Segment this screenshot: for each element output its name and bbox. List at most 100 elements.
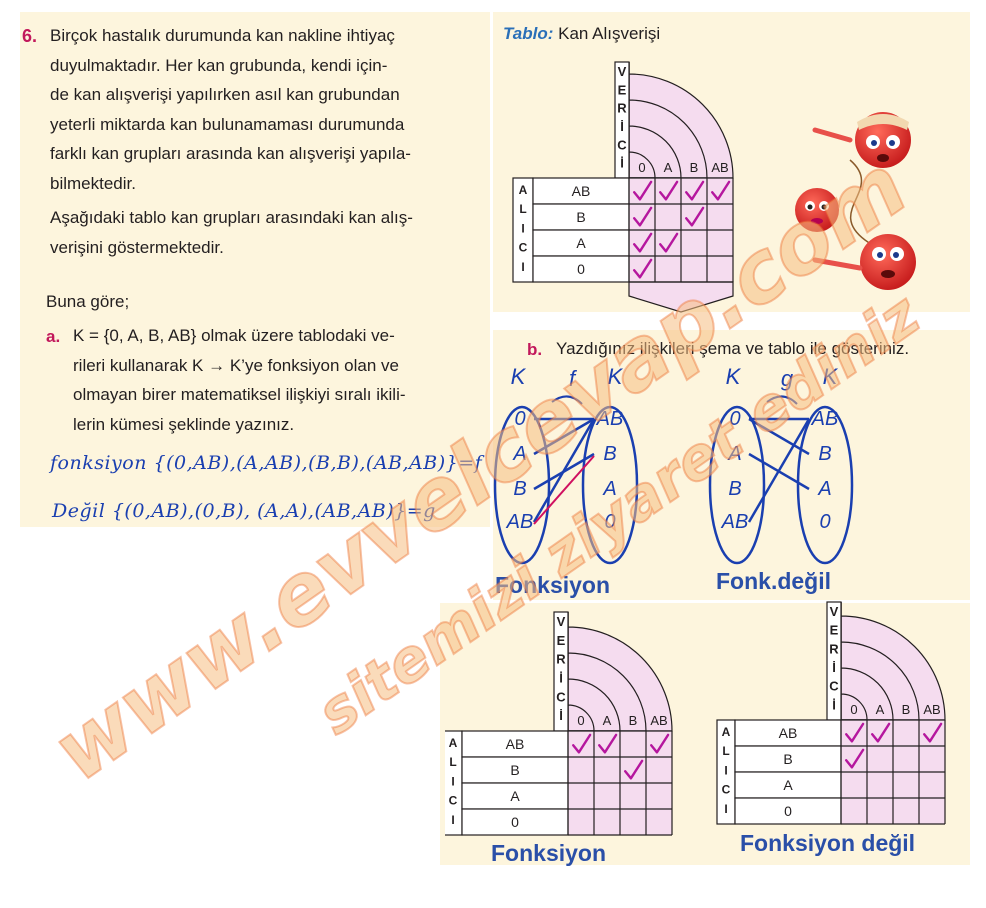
mapping-arrow: [766, 395, 798, 405]
giver-letter: E: [618, 82, 627, 97]
emoji-face-bottom: [860, 234, 916, 290]
column-header: 0: [577, 713, 584, 728]
giver-letter: İ: [832, 697, 836, 712]
giver-arc: [840, 602, 920, 721]
domain-element: 0: [514, 408, 525, 430]
mapping-line: [747, 418, 811, 523]
check-mark: [685, 180, 705, 201]
domain-oval: [493, 405, 551, 565]
row-label: 0: [577, 261, 585, 277]
row-label-cell: [461, 756, 569, 784]
giver-letter: İ: [832, 660, 836, 675]
question-panel: [20, 12, 490, 527]
check-mark: [633, 258, 653, 279]
codomain-oval: [796, 405, 854, 565]
codomain-element: B: [603, 443, 616, 465]
giver-letter: R: [556, 652, 566, 667]
column-header: A: [664, 160, 673, 175]
text-line: yeterli miktarda kan bulunamaması durumu…: [50, 114, 405, 134]
row-label-cell: [734, 771, 842, 799]
receiver-letter: I: [521, 221, 524, 235]
codomain-oval: [581, 405, 639, 565]
domain-element: B: [728, 478, 741, 500]
giver-letter: C: [617, 137, 627, 152]
text-line: verişini göstermektedir.: [50, 237, 224, 257]
codomain-element: AB: [596, 408, 624, 430]
part-a-text: K = {0, A, B, AB} olmak üzere tablodaki …: [73, 321, 483, 439]
receiver-letter: L: [722, 744, 729, 758]
receiver-letter: C: [722, 783, 731, 797]
column-header: B: [629, 713, 638, 728]
giver-arc: [840, 602, 946, 721]
table-chevron: [628, 281, 734, 313]
giver-arc: [567, 612, 621, 732]
column-header: A: [876, 702, 885, 717]
function-name-label: f: [569, 366, 578, 391]
text-line: bilmektedir.: [50, 173, 136, 193]
domain-element: AB: [506, 511, 534, 533]
text-line: olmayan birer matematiksel ilişkiyi sıra…: [73, 385, 406, 404]
column-header: AB: [711, 160, 728, 175]
domain-element: AB: [721, 511, 749, 533]
receiver-letter: I: [451, 813, 454, 827]
codomain-element: A: [817, 478, 831, 500]
receiver-letter: L: [449, 755, 456, 769]
check-mark: [633, 232, 653, 253]
row-label: B: [510, 762, 519, 778]
table-title: Tablo: Kan Alışverişi: [503, 24, 660, 44]
check-mark: [650, 733, 670, 754]
receiver-letter: I: [451, 774, 454, 788]
check-mark: [845, 722, 865, 743]
giver-letter: C: [829, 679, 839, 694]
giver-letter: İ: [620, 119, 624, 134]
giver-arc: [628, 62, 682, 179]
caption-diagram-nonfunction: Fonk.değil: [716, 568, 831, 594]
column-header: 0: [638, 160, 645, 175]
row-label: B: [783, 751, 792, 767]
caption-diagram-function: Fonksiyon: [495, 572, 611, 598]
giver-letter: E: [557, 633, 566, 648]
column-header: 0: [850, 702, 857, 717]
caption-table-nonfunction: Fonksiyon değil: [740, 830, 916, 856]
mapping-arrow: [551, 395, 583, 405]
row-label: AB: [779, 725, 798, 741]
emoji-face-middle: [795, 188, 839, 232]
row-label-cell: [734, 719, 842, 747]
row-label: AB: [572, 183, 591, 199]
giver-letter: İ: [620, 156, 624, 171]
check-mark: [633, 180, 653, 201]
row-label-cell: [532, 255, 630, 283]
mapping-line-correction: [533, 455, 595, 525]
codomain-element: 0: [819, 511, 830, 533]
row-label: A: [783, 777, 793, 793]
check-mark: [624, 759, 644, 780]
giver-letter: R: [829, 641, 839, 656]
row-label-cell: [461, 730, 569, 758]
column-header: AB: [650, 713, 667, 728]
domain-set-label: K: [726, 364, 742, 389]
column-header: AB: [923, 702, 940, 717]
row-label: 0: [784, 803, 792, 819]
domain-element: B: [513, 478, 526, 500]
codomain-element: B: [818, 443, 831, 465]
answer-function-line: fonksiyon {(0,AB),(A,AB),(B,B),(AB,AB)}=…: [50, 452, 483, 474]
check-mark: [845, 748, 865, 769]
answer-nonfunction-line: Değil {(0,AB),(0,B), (A,A),(AB,AB)}=g: [52, 500, 436, 522]
mapping-line: [532, 418, 596, 523]
receiver-letter: A: [722, 725, 731, 739]
domain-set-label: K: [511, 364, 527, 389]
text-line: Birçok hastalık durumunda kan nakline ih…: [50, 26, 395, 45]
question-paragraph-1: Birçok hastalık durumunda kan nakline ih…: [50, 21, 480, 198]
row-label: A: [510, 788, 520, 804]
giver-letter: İ: [559, 671, 563, 686]
row-label: AB: [506, 736, 525, 752]
check-mark: [711, 180, 731, 201]
column-header: B: [690, 160, 699, 175]
domain-element: A: [512, 443, 526, 465]
domain-element: A: [727, 443, 741, 465]
check-mark: [633, 206, 653, 227]
